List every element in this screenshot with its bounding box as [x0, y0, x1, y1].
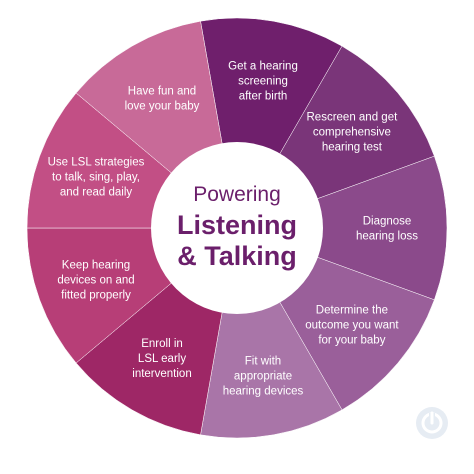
wheel-segment-label-9: Have fun and love your baby: [125, 86, 200, 113]
wheel-segment-label-line: LSL early: [138, 353, 186, 365]
wheel-segment-label-line: intervention: [132, 368, 191, 380]
wheel-segment-label-line: Use LSL strategies: [48, 157, 145, 169]
wheel-segment-label-8: Use LSL strategies to talk, sing, play, an…: [48, 157, 145, 199]
wheel-segment-label-line: hearing test: [322, 142, 383, 154]
wheel-segment-label-line: Rescreen and get: [307, 112, 399, 124]
wheel-segment-label-line: Determine the: [316, 304, 388, 316]
wheel-segment-label-line: appropriate: [234, 371, 292, 383]
wheel-segment-label-line: Fit with: [245, 356, 281, 368]
wheel-segment-label-line: Have fun and: [128, 86, 196, 98]
wheel-segment-label-line: screening: [238, 75, 288, 87]
wheel-segment-label-line: devices on and: [57, 274, 134, 286]
center-title-line1: Powering: [193, 183, 281, 206]
center-circle: [151, 142, 323, 314]
wheel-segment-label-6: Enroll in LSL early intervention: [132, 338, 191, 380]
wheel-segment-label-line: outcome you want: [305, 319, 399, 331]
wheel-segment-label-line: Enroll in: [141, 338, 183, 350]
center-title-line3: & Talking: [177, 241, 297, 271]
wheel-segment-label-2: Rescreen and get comprehensive hearing tes…: [307, 112, 399, 154]
wheel-segment-label-1: Get a hearing screening after birth: [228, 60, 298, 102]
wheel-segment-label-5: Fit with appropriate hearing devices: [223, 356, 304, 398]
wheel-segment-label-line: love your baby: [125, 101, 200, 113]
wheel-segment-label-line: hearing loss: [356, 231, 418, 243]
wheel-segment-label-3: Diagnose hearing loss: [356, 216, 418, 243]
wheel-segment-label-line: Get a hearing: [228, 60, 298, 72]
wheel-segment-label-line: comprehensive: [313, 127, 391, 139]
wheel-segment-label-line: fitted properly: [61, 289, 131, 301]
center-title-line2: Listening: [177, 210, 297, 240]
wheel-segment-label-4: Determine the outcome you want for your ba…: [305, 304, 399, 346]
wheel-segment-3: [236, 155, 448, 301]
wheel-segment-label-line: to talk, sing, play,: [52, 172, 140, 184]
wheel-segment-label-line: Diagnose: [363, 216, 412, 228]
power-icon: [416, 407, 448, 439]
wheel-segment-label-line: after birth: [239, 90, 288, 102]
wheel-segment-label-line: Keep hearing: [62, 259, 130, 271]
wheel-segment-label-line: hearing devices: [223, 386, 304, 398]
wheel-segment-label-line: and read daily: [60, 187, 132, 199]
wheel-segment-label-line: for your baby: [318, 334, 385, 346]
wheel-segment-label-7: Keep hearing devices on and fitted properl…: [57, 259, 134, 301]
